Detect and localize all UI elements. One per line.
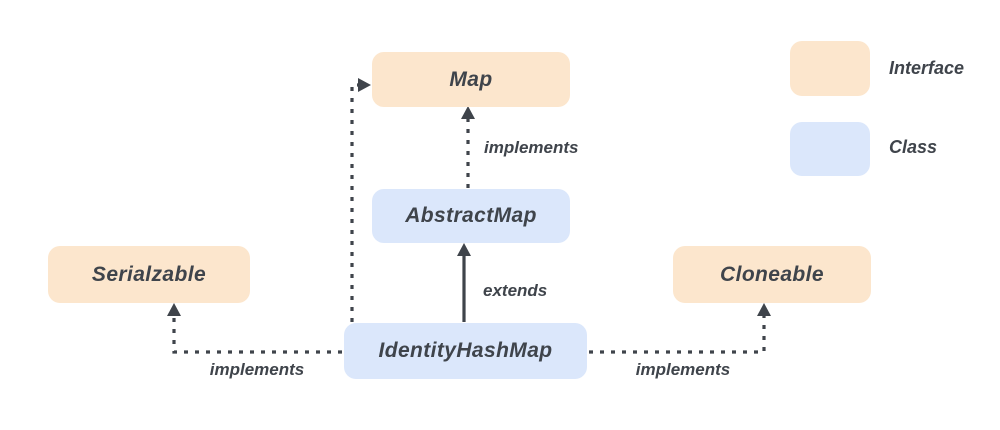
node-serialzable: Serialzable (48, 246, 250, 303)
edge-label-implements-serialzable: implements (209, 360, 305, 379)
node-map: Map (372, 52, 570, 107)
node-identityhashmap: IdentityHashMap (344, 323, 587, 379)
edge-label-implements-map: implements (484, 138, 579, 157)
edge-label-implements-cloneable: implements (635, 360, 731, 379)
legend-swatch-interface (790, 41, 870, 96)
edge-label-extends: extends (483, 281, 548, 300)
edge-identityhashmap-implements-serialzable (167, 303, 342, 354)
edge-identityhashmap-implements-map (350, 78, 371, 322)
edge-abstractmap-implements-map (461, 106, 475, 188)
edge-identityhashmap-extends-abstractmap (457, 243, 471, 322)
node-cloneable: Cloneable (673, 246, 871, 303)
node-abstractmap: AbstractMap (372, 189, 570, 243)
legend-label-class: Class (889, 137, 938, 157)
legend-swatch-class (790, 122, 870, 176)
edge-identityhashmap-implements-cloneable (589, 303, 771, 354)
legend-label-interface: Interface (889, 58, 965, 78)
